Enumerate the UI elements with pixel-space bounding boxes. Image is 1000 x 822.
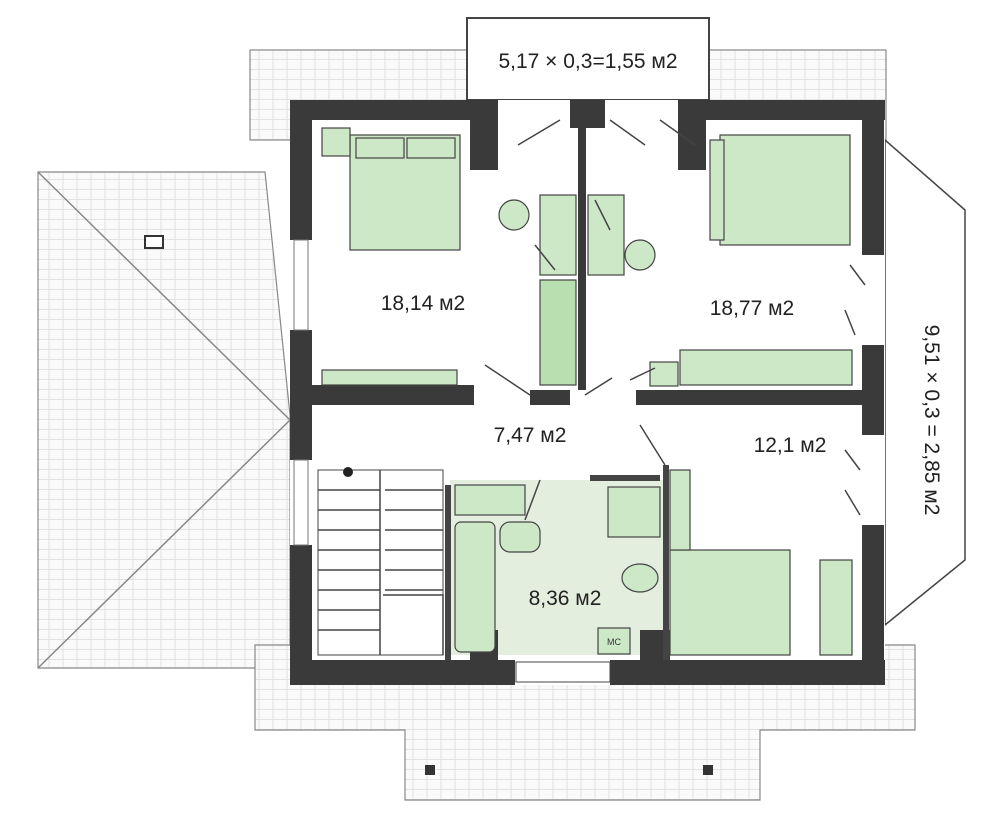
walls (290, 100, 885, 685)
doors (484, 119, 866, 521)
balcony-top-label: 5,17 × 0,3=1,55 м2 (498, 50, 677, 73)
room-area-bedroom-small: 12,1 м2 (754, 434, 827, 457)
room-area-bathroom: 8,36 м2 (529, 587, 602, 610)
staircase[interactable] (317, 467, 444, 656)
wc-label: MC (607, 637, 621, 647)
chimney-icon (144, 235, 164, 249)
furniture: MC (321, 127, 853, 656)
room-area-bedroom-left: 18,14 м2 (381, 292, 466, 315)
room-area-hall: 7,47 м2 (494, 424, 567, 447)
bay-label: 9,51 × 0,3 = 2,85 м2 (920, 325, 943, 516)
balcony-top (466, 17, 710, 101)
room-area-bedroom-right: 18,77 м2 (710, 297, 795, 320)
